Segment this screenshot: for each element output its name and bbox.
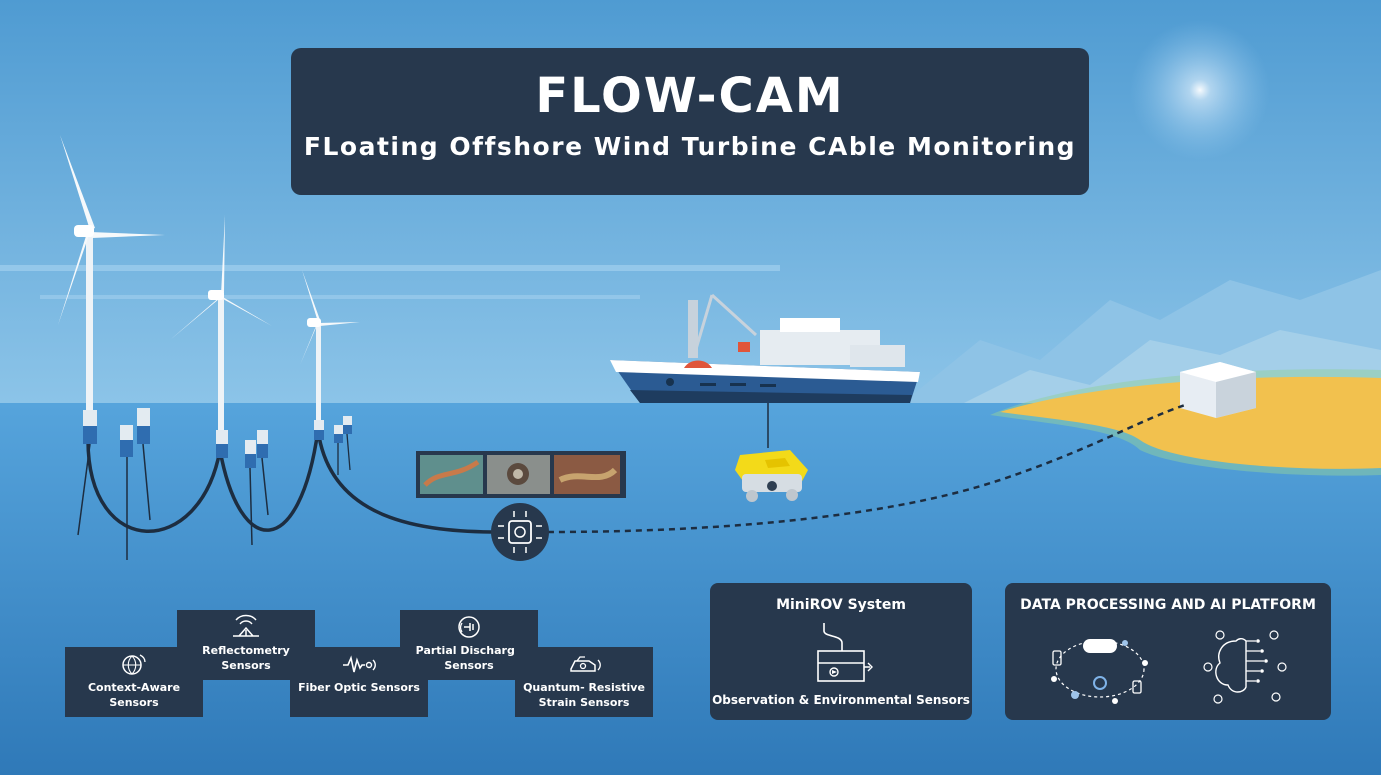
platform-title: DATA PROCESSING AND AI PLATFORM xyxy=(1020,597,1316,613)
export-cable xyxy=(547,403,1186,534)
wind-turbine xyxy=(170,215,272,546)
sensor-label: Context-Aware Sensors xyxy=(87,681,181,709)
sensor-context-aware: Context-Aware Sensors xyxy=(65,647,203,717)
minirov-subtitle: Observation & Environmental Sensors xyxy=(712,693,970,707)
sensor-label: Fiber Optic Sensors xyxy=(298,681,420,694)
plug-signal-icon xyxy=(458,616,480,638)
wind-turbine xyxy=(300,270,360,475)
ai-brain-icon xyxy=(1203,630,1287,704)
platform-panel: DATA PROCESSING AND AI PLATFORM xyxy=(1005,583,1331,720)
inter-array-cable xyxy=(86,429,501,534)
minirov-title: MiniROV System xyxy=(776,597,906,613)
inspection-images xyxy=(416,451,626,498)
monitoring-hub-icon xyxy=(491,503,549,561)
sensor-quantum-resistive: Quantum- Resistive Strain Sensors xyxy=(515,647,653,717)
rov-vehicle xyxy=(735,450,808,502)
sensor-label: Quantum- Resistive Strain Sensors xyxy=(523,681,645,709)
sensor-label: Partial Discharge Sensors xyxy=(415,644,523,672)
network-icon xyxy=(1051,639,1148,704)
title-panel: FLOW-CAM FLoating Offshore Wind Turbine … xyxy=(291,48,1089,195)
survey-ship xyxy=(610,293,920,448)
pulse-wave-icon xyxy=(343,655,376,673)
island xyxy=(1000,376,1381,469)
minirov-panel: MiniROV System Observation & Environment… xyxy=(710,583,972,720)
wind-turbine xyxy=(58,135,165,560)
substation xyxy=(1180,362,1256,418)
antenna-icon xyxy=(233,614,259,637)
strain-gauge-icon xyxy=(570,656,601,672)
sun xyxy=(1130,20,1270,160)
rov-icon xyxy=(817,623,873,682)
page-title: FLOW-CAM xyxy=(535,68,845,124)
page-subtitle: FLoating Offshore Wind Turbine CAble Mon… xyxy=(303,132,1077,161)
globe-signal-icon xyxy=(122,654,146,675)
sensor-label: Reflectometry Sensors xyxy=(202,644,290,672)
